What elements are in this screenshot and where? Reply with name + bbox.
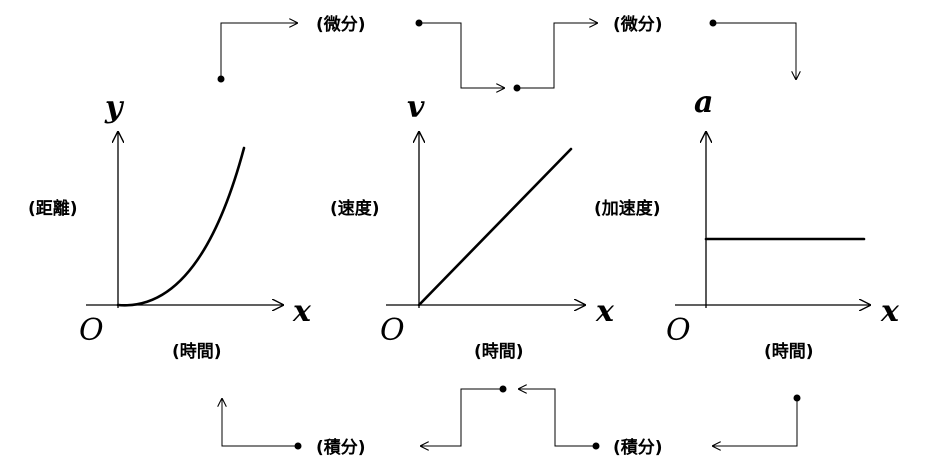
top-connector-middle <box>415 19 505 89</box>
label-differentiate-left: (微分) <box>316 14 366 35</box>
bottom-connector-middle <box>420 385 507 447</box>
origin-label: O <box>380 313 405 348</box>
connector-arrow <box>222 398 298 447</box>
label-differentiate-right: (微分) <box>613 14 663 35</box>
label-integrate-right: (積分) <box>613 437 663 458</box>
velocity-line <box>417 147 573 307</box>
origin-label: O <box>666 313 691 348</box>
graph-distance: y (距離) O x (時間) <box>28 90 312 362</box>
top-connector-left <box>217 23 298 83</box>
time-label: (時間) <box>172 341 222 362</box>
axis-var-x: x <box>595 294 615 329</box>
graph-velocity: v (速度) O x (時間) <box>330 90 615 362</box>
axis-var-y: y <box>104 90 125 125</box>
connector-arrow <box>712 398 798 446</box>
axis-var-v: v <box>407 90 425 125</box>
connector-arrow <box>420 388 503 446</box>
connector-arrow <box>518 389 596 447</box>
quantity-label-distance: (距離) <box>28 198 78 219</box>
connector-arrow <box>419 22 505 88</box>
quantity-label-acceleration: (加速度) <box>594 198 661 219</box>
quantity-label-velocity: (速度) <box>330 198 380 219</box>
bottom-connector-center-right <box>518 389 600 450</box>
connector-arrow <box>517 23 598 89</box>
bottom-connector-left <box>222 398 302 450</box>
axis-var-a: a <box>694 85 713 120</box>
axis-var-x: x <box>880 294 900 329</box>
label-integrate-left: (積分) <box>316 437 366 458</box>
axis-var-x: x <box>292 294 312 329</box>
time-label: (時間) <box>474 341 524 362</box>
connector-arrow <box>220 23 298 79</box>
connector-arrow <box>713 22 796 80</box>
distance-curve <box>116 146 246 307</box>
top-connector-center-right <box>513 23 598 92</box>
origin-label: O <box>79 313 104 348</box>
bottom-connector-right <box>712 394 801 447</box>
top-connector-right <box>709 19 797 80</box>
time-label: (時間) <box>764 341 814 362</box>
graph-acceleration: a (加速度) O x (時間) <box>594 85 900 362</box>
